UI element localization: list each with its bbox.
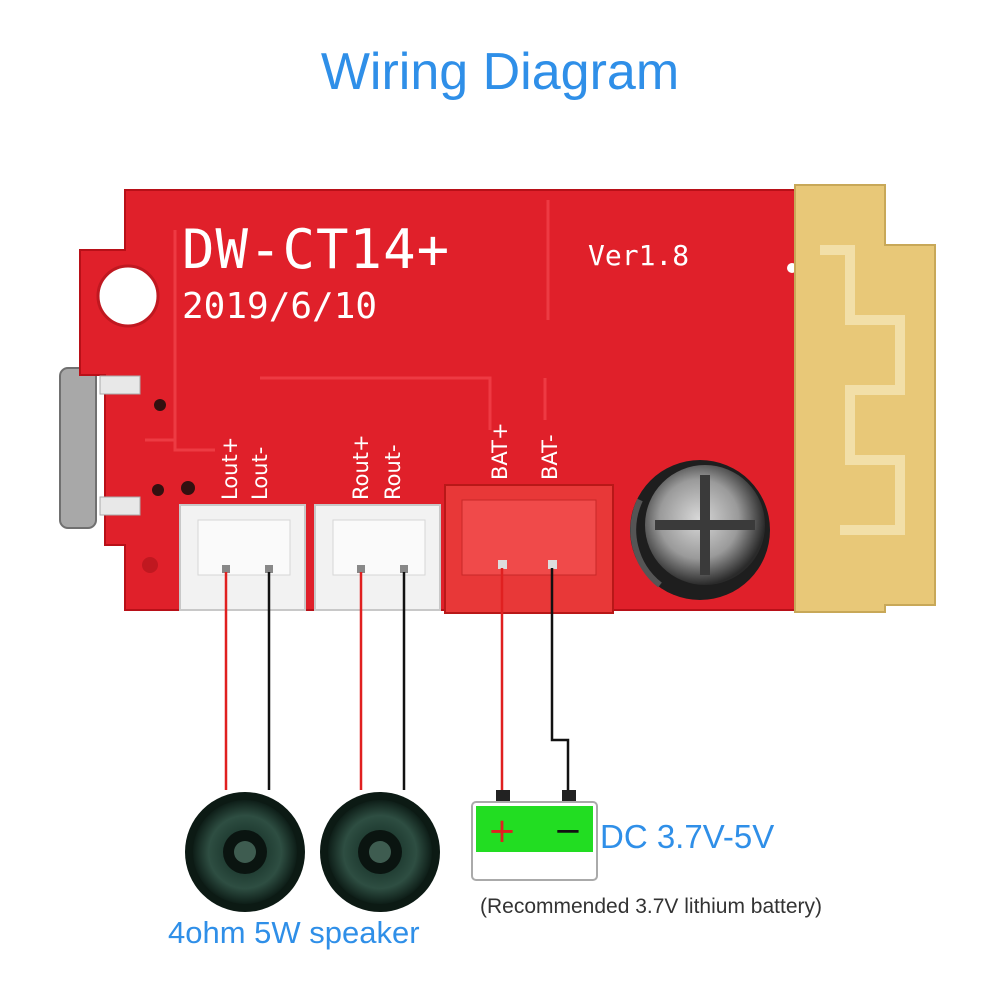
- via: [152, 484, 164, 496]
- pin-label-lout-minus: Lout-: [248, 447, 272, 500]
- speaker-label: 4ohm 5W speaker: [168, 915, 420, 950]
- speaker-right: [320, 792, 440, 912]
- mounting-hole: [96, 264, 160, 328]
- battery-plus-sign: +: [488, 811, 517, 851]
- board-version: Ver1.8: [588, 239, 689, 272]
- bluetooth-antenna: [794, 184, 936, 613]
- wire-battery-negative: [550, 568, 570, 790]
- battery-minus-sign: −: [554, 811, 583, 851]
- via: [181, 481, 195, 495]
- pin-label-lout-plus: Lout+: [218, 437, 242, 500]
- connector-right-speaker: [314, 504, 441, 611]
- board-model: DW-CT14+: [182, 218, 450, 281]
- battery: [471, 790, 598, 881]
- wires: [224, 568, 570, 790]
- connector-left-speaker: [179, 504, 306, 611]
- via: [142, 557, 158, 573]
- diagram-title: Wiring Diagram: [320, 43, 680, 101]
- board-date: 2019/6/10: [182, 286, 377, 327]
- via: [154, 399, 166, 411]
- pin-label-bat-minus: BAT-: [538, 434, 562, 480]
- voltage-label: DC 3.7V-5V: [600, 818, 775, 855]
- pin-label-bat-plus: BAT+: [488, 422, 512, 480]
- battery-recommendation-label: (Recommended 3.7V lithium battery): [480, 895, 822, 918]
- pin-label-rout-minus: Rout-: [381, 444, 405, 500]
- electrolytic-capacitor: [630, 460, 770, 600]
- speaker-left: [185, 792, 305, 912]
- smd-pad: [99, 375, 141, 395]
- usb-connector: [59, 367, 97, 529]
- pin-label-rout-plus: Rout+: [349, 434, 373, 500]
- smd-pad: [99, 496, 141, 516]
- connector-battery: [444, 484, 614, 614]
